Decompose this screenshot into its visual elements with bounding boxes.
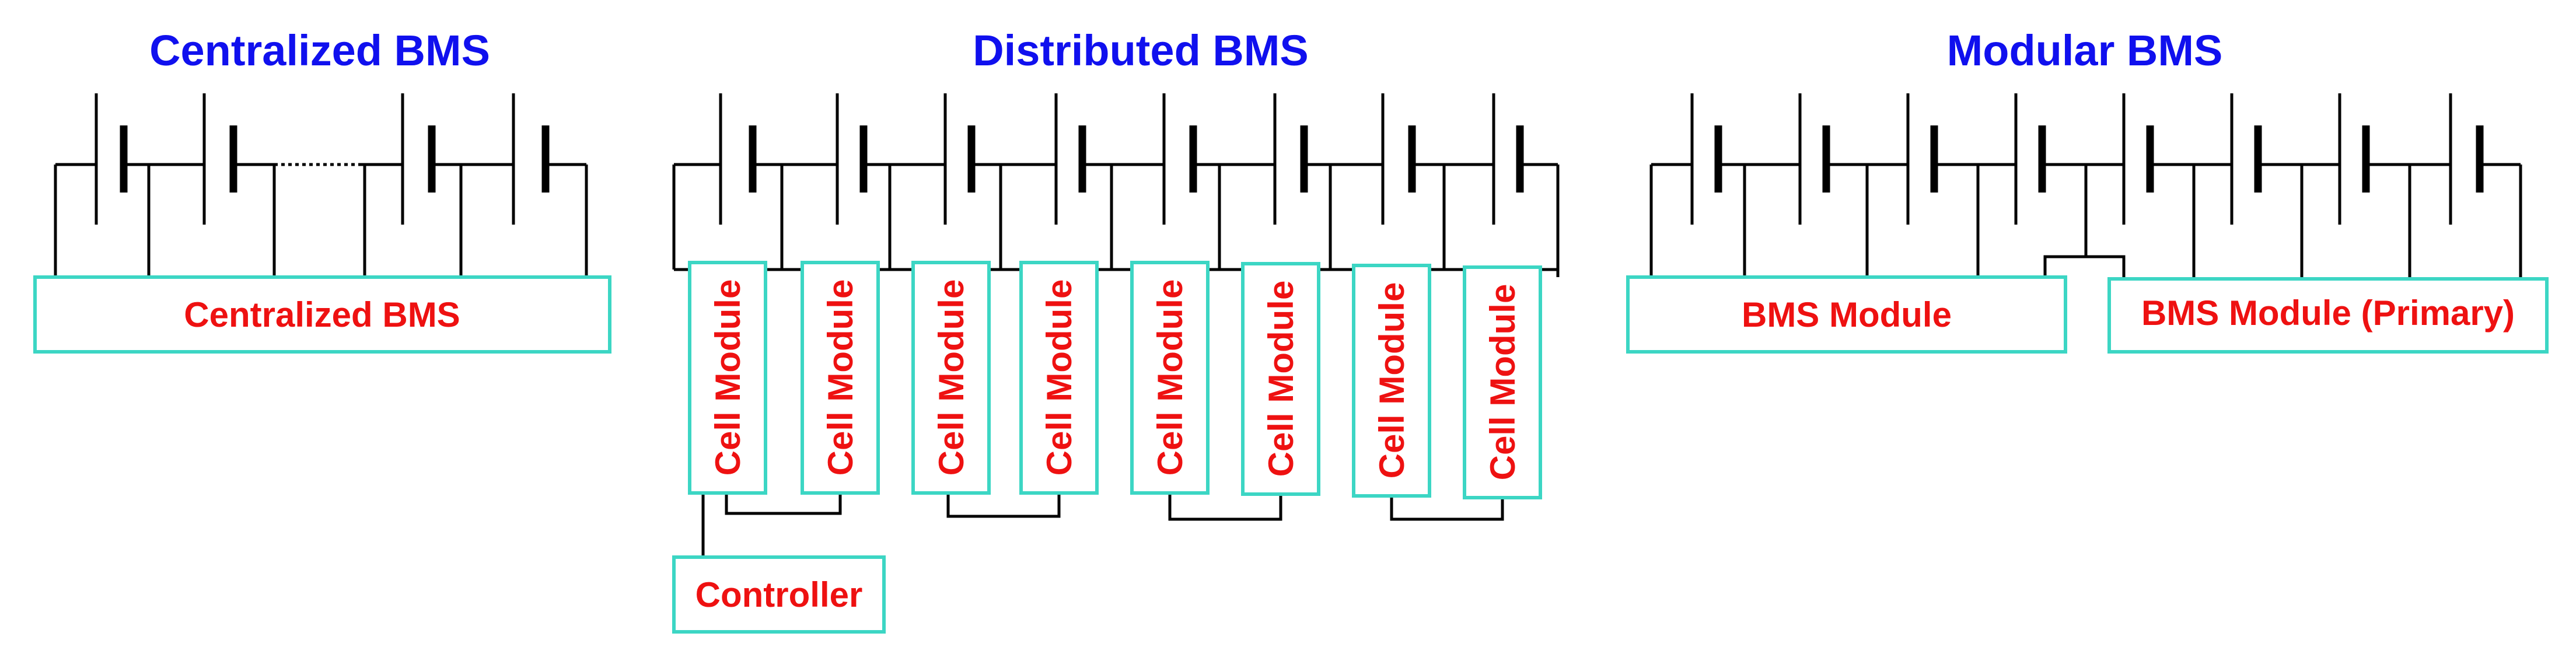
bms-module-primary-label: BMS Module (Primary) <box>2141 293 2515 333</box>
centralized-bms-box <box>33 275 611 354</box>
cell-module-label: Cell Module <box>1040 279 1079 476</box>
cell-module: Cell Module <box>1130 261 1210 495</box>
cell-module: Cell Module <box>1463 265 1542 499</box>
cell-module: Cell Module <box>801 261 880 495</box>
cell-module: Cell Module <box>911 261 991 495</box>
cell-module-label: Cell Module <box>821 279 860 476</box>
title-modular-bms: Modular BMS <box>1947 26 2223 75</box>
controller-label: Controller <box>695 575 863 614</box>
bms-module-box <box>1626 275 2067 354</box>
cell-module-label: Cell Module <box>1483 284 1522 481</box>
centralized-battery-string <box>54 93 588 277</box>
cell-module-label: Cell Module <box>932 279 971 476</box>
cell-module: Cell Module <box>1019 261 1099 495</box>
cell-module-label: Cell Module <box>1372 282 1411 479</box>
modular-battery-string <box>1649 93 2522 279</box>
controller-box <box>672 555 886 634</box>
cell-module: Cell Module <box>1241 262 1320 496</box>
cell-module: Cell Module <box>688 261 767 495</box>
bms-module-label: BMS Module <box>1742 295 1952 334</box>
title-distributed-bms: Distributed BMS <box>973 26 1309 75</box>
bms-module-primary-box <box>2107 277 2549 354</box>
cell-module-label: Cell Module <box>1261 281 1301 477</box>
cell-module-label: Cell Module <box>1151 279 1190 476</box>
centralized-bms-box-label: Centralized BMS <box>184 295 460 334</box>
cell-module-label: Cell Module <box>708 279 747 476</box>
cell-module: Cell Module <box>1352 264 1431 498</box>
title-centralized-bms: Centralized BMS <box>149 26 490 75</box>
